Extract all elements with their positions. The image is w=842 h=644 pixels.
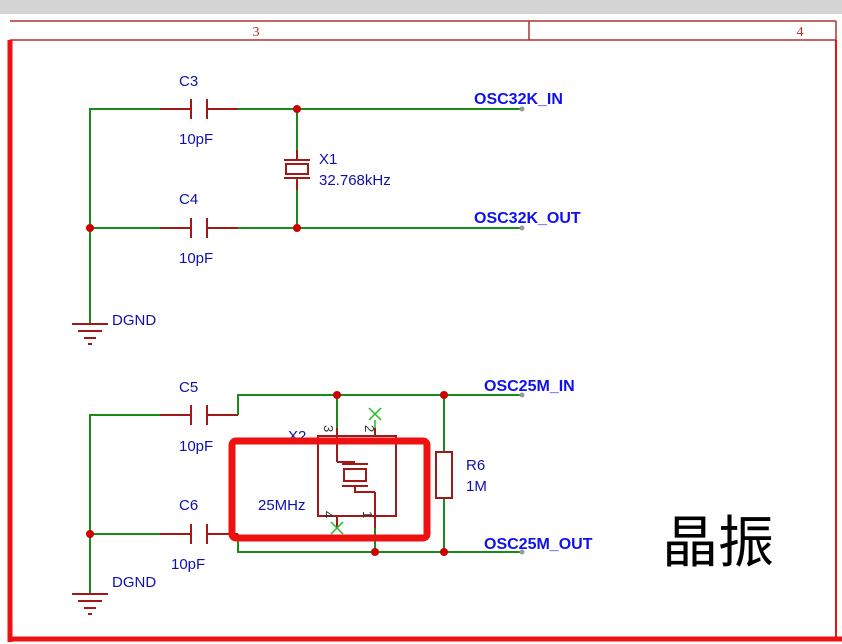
junction-dot bbox=[333, 391, 341, 399]
top-toolbar-strip bbox=[0, 0, 842, 14]
x2-pin-1: 1 bbox=[360, 511, 375, 518]
c6-value: 10pF bbox=[171, 556, 205, 573]
x1-ref: X1 bbox=[319, 151, 337, 168]
ground-label-top: DGND bbox=[112, 312, 156, 329]
no-connect-marker bbox=[368, 407, 382, 428]
capacitor-c3[interactable]: C3 10pF bbox=[160, 73, 238, 148]
c5-value: 10pF bbox=[179, 438, 213, 455]
capacitor-c4[interactable]: C4 10pF bbox=[160, 191, 238, 267]
net-label-osc25m-out[interactable]: OSC25M_OUT bbox=[484, 536, 593, 553]
sheet-border bbox=[7, 40, 842, 642]
ground-symbol-bottom: DGND bbox=[72, 574, 156, 615]
c5-ref: C5 bbox=[179, 379, 198, 396]
junction-dot bbox=[371, 548, 379, 556]
x2-value: 25MHz bbox=[258, 497, 306, 514]
r6-ref: R6 bbox=[466, 457, 485, 474]
junction-dot bbox=[440, 548, 448, 556]
ground-label-bottom: DGND bbox=[112, 574, 156, 591]
x1-value: 32.768kHz bbox=[319, 172, 391, 189]
junction-dot bbox=[293, 224, 301, 232]
osc25m-circuit: C5 10pF C6 10pF X2 25MHz 3 bbox=[72, 378, 593, 615]
highlight-box bbox=[228, 437, 431, 542]
no-connect-marker bbox=[330, 521, 344, 535]
c4-value: 10pF bbox=[179, 250, 213, 267]
x2-pin-2: 2 bbox=[362, 425, 377, 432]
r6-value: 1M bbox=[466, 478, 487, 495]
net-label-osc32k-in[interactable]: OSC32K_IN bbox=[474, 91, 563, 108]
caption-crystal: 晶振 bbox=[662, 511, 774, 576]
capacitor-c5[interactable]: C5 10pF bbox=[160, 379, 238, 455]
junction-dot bbox=[86, 530, 94, 538]
ground-symbol-top: DGND bbox=[72, 312, 156, 345]
capacitor-c6[interactable]: C6 10pF bbox=[160, 497, 238, 573]
junction-dot bbox=[293, 105, 301, 113]
junction-dot bbox=[86, 224, 94, 232]
net-label-osc25m-in[interactable]: OSC25M_IN bbox=[484, 378, 575, 395]
resistor-r6[interactable]: R6 1M bbox=[435, 451, 487, 499]
x2-pin-4: 4 bbox=[321, 511, 336, 518]
c4-ref: C4 bbox=[179, 191, 198, 208]
ruler-label-3: 3 bbox=[253, 25, 260, 40]
crystal-x1[interactable]: X1 32.768kHz bbox=[284, 150, 391, 190]
c6-ref: C6 bbox=[179, 497, 198, 514]
c3-ref: C3 bbox=[179, 73, 198, 90]
osc32k-circuit: C3 10pF C4 10pF X1 32.768kHz bbox=[72, 73, 581, 345]
x2-pin-3: 3 bbox=[321, 425, 336, 432]
junction-dot bbox=[440, 391, 448, 399]
crystal-x2[interactable]: X2 25MHz 3 2 4 1 bbox=[258, 407, 397, 535]
column-ruler: 3 4 bbox=[10, 20, 837, 41]
net-label-osc32k-out[interactable]: OSC32K_OUT bbox=[474, 210, 581, 227]
c3-value: 10pF bbox=[179, 131, 213, 148]
ruler-label-4: 4 bbox=[797, 25, 804, 40]
